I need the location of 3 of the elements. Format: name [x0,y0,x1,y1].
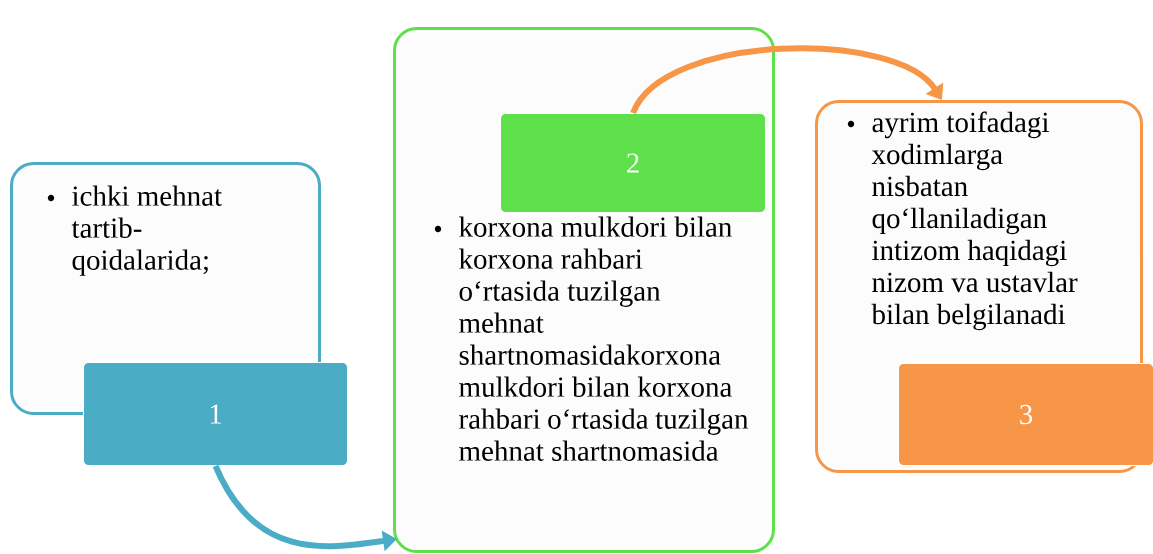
number-tab: 1 [83,362,348,466]
number-tab: 2 [500,113,766,213]
curved-arrow [630,45,944,115]
